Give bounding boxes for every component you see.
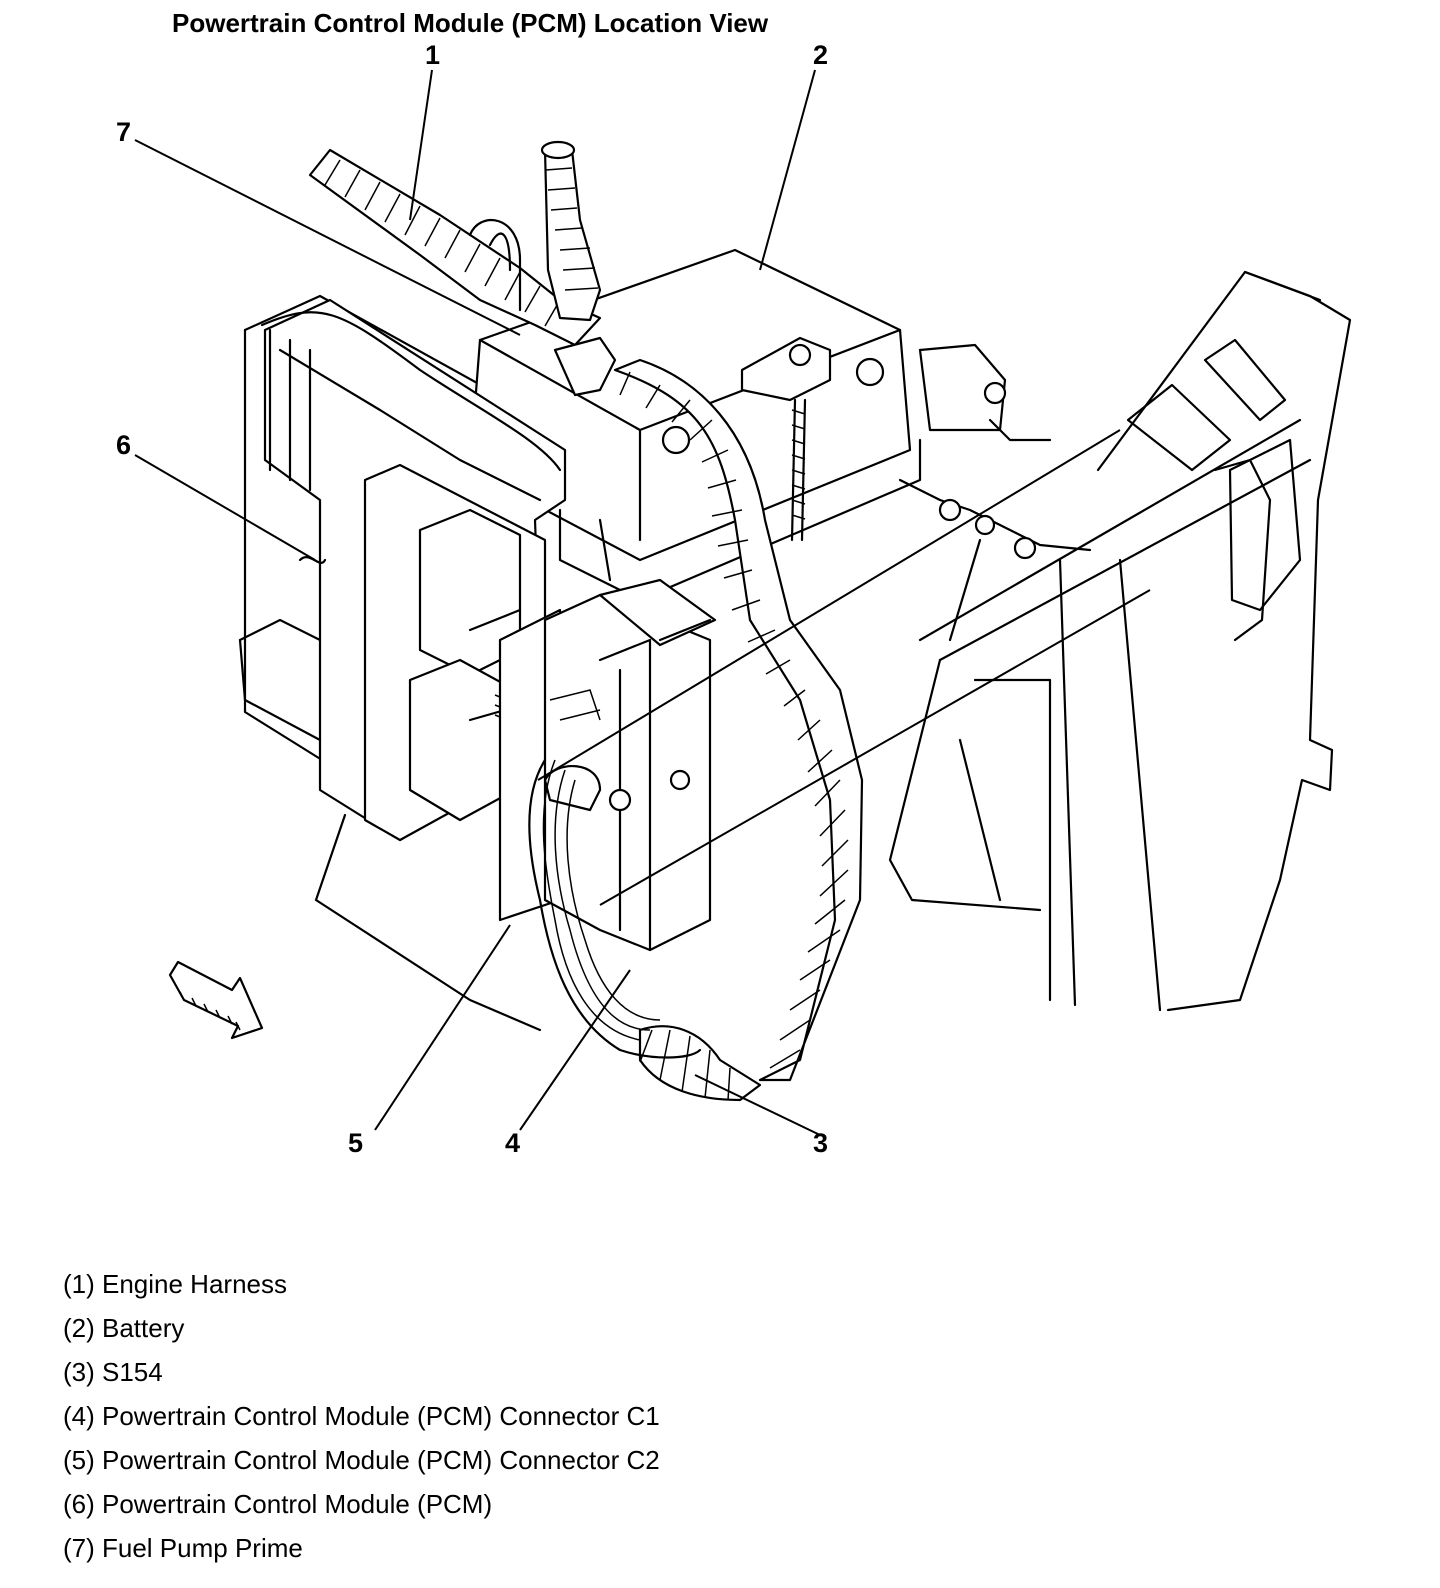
- leader-6: [134, 454, 316, 561]
- callout-3: 3: [813, 1128, 829, 1158]
- ground-cable: [898, 478, 1092, 642]
- legend-item-battery: (2) Battery: [63, 1313, 185, 1343]
- legend-item-pcm-connector-c2: (5) Powertrain Control Module (PCM) Conn…: [63, 1445, 660, 1475]
- fender-structure: [888, 270, 1352, 1012]
- legend-item-s154: (3) S154: [63, 1357, 163, 1387]
- callout-6: 6: [116, 430, 132, 460]
- engine-harness: [308, 140, 864, 1102]
- legend-item-engine-harness: (1) Engine Harness: [63, 1269, 287, 1299]
- callout-5: 5: [348, 1128, 364, 1158]
- legend-item-fuel-pump-prime: (7) Fuel Pump Prime: [63, 1533, 303, 1563]
- leader-2: [759, 69, 816, 271]
- diagram-title: Powertrain Control Module (PCM) Location…: [172, 8, 769, 38]
- leader-1: [409, 69, 433, 221]
- leader-3: [694, 1074, 821, 1136]
- pcm-location-drawing: [134, 69, 1352, 1136]
- callout-1: 1: [425, 40, 441, 70]
- leader-lines: [134, 69, 1151, 1136]
- legend-item-pcm: (6) Powertrain Control Module (PCM): [63, 1489, 493, 1519]
- leader-extra-a: [537, 429, 1121, 781]
- leader-5: [374, 924, 511, 1131]
- leader-4: [519, 969, 631, 1131]
- direction-arrow: [168, 960, 264, 1040]
- leader-extra-b: [599, 589, 1151, 906]
- callout-2: 2: [813, 40, 829, 70]
- leader-7: [134, 139, 521, 336]
- legend-item-pcm-connector-c1: (4) Powertrain Control Module (PCM) Conn…: [63, 1401, 660, 1431]
- callout-4: 4: [505, 1128, 521, 1158]
- legend-list: (1) Engine Harness (2) Battery (3) S154 …: [63, 1262, 660, 1570]
- pcm-connectors: [498, 578, 717, 1059]
- callout-7: 7: [116, 117, 132, 147]
